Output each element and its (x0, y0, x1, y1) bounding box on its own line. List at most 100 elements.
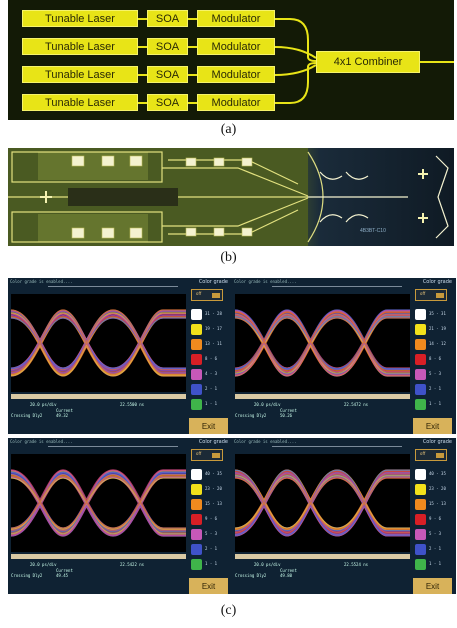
color-swatch (191, 469, 202, 480)
color-level-label: 5 - 3 (429, 371, 442, 376)
eye-diagram-plot (235, 469, 410, 537)
color-swatch (191, 499, 202, 510)
tunable-laser-block: Tunable Laser (22, 10, 138, 27)
color-swatch (191, 484, 202, 495)
color-swatch (415, 469, 426, 480)
eye-diagram-area (11, 294, 186, 392)
color-level-label: 2 - 1 (429, 546, 442, 551)
color-swatch (415, 559, 426, 570)
measurement-value: 49.45 (56, 573, 69, 578)
color-level-label: 1 - 1 (429, 401, 442, 406)
color-swatch (191, 369, 202, 380)
measurement-value: 50.26 (280, 413, 293, 418)
color-grade-toggle[interactable]: off (191, 289, 223, 301)
acquisition-progress-bar (48, 446, 178, 447)
time-position-readout: 22.5524 ns (344, 562, 369, 567)
modulator-block: Modulator (197, 38, 275, 55)
chip-micrograph: 4B3BT-C10 (8, 148, 454, 246)
color-swatch (191, 309, 202, 320)
color-level-label: 21 - 19 (429, 326, 446, 331)
color-level-label: 15 - 13 (429, 501, 446, 506)
color-grade-title: Color grade (198, 439, 228, 445)
color-level-label: 1 - 1 (205, 561, 218, 566)
exit-button[interactable]: Exit (189, 578, 228, 594)
color-swatch (415, 354, 426, 365)
modulator-block: Modulator (197, 66, 275, 83)
color-swatch (415, 529, 426, 540)
soa-block: SOA (147, 94, 188, 111)
color-level-label: 23 - 20 (429, 486, 446, 491)
time-scale-readout: 20.0 ps/div (254, 562, 281, 567)
toggle-label: off (420, 291, 426, 296)
color-level-label: 14 - 12 (429, 341, 446, 346)
color-swatch (191, 544, 202, 555)
current-label: Current (56, 568, 73, 573)
color-level-label: 4 - 3 (205, 371, 218, 376)
soa-block: SOA (147, 38, 188, 55)
color-level-label: 19 - 17 (205, 326, 222, 331)
modulator-block: Modulator (197, 10, 275, 27)
exit-button[interactable]: Exit (189, 418, 228, 434)
exit-button[interactable]: Exit (413, 418, 452, 434)
color-swatch (191, 354, 202, 365)
toggle-icon (436, 293, 444, 298)
time-scale-readout: 20.0 ps/div (30, 562, 57, 567)
color-swatch (415, 339, 426, 350)
toggle-icon (212, 453, 220, 458)
eye-diagram-area (11, 454, 186, 552)
color-swatch (415, 324, 426, 335)
color-level-label: 40 - 35 (205, 471, 222, 476)
time-scale-readout: 20.0 ps/div (30, 402, 57, 407)
color-level-label: 9 - 6 (429, 516, 442, 521)
color-level-label: 40 - 35 (429, 471, 446, 476)
time-position-readout: 22.5472 ns (344, 402, 369, 407)
color-level-label: 2 - 1 (205, 546, 218, 551)
color-level-label: 2 - 1 (429, 386, 442, 391)
eye-diagram-plot (11, 309, 186, 377)
measurement-label: Crossing Dly2 (11, 413, 43, 418)
tunable-laser-block: Tunable Laser (22, 94, 138, 111)
color-swatch (191, 324, 202, 335)
color-level-label: 15 - 13 (205, 501, 222, 506)
color-level-label: 8 - 6 (429, 356, 442, 361)
toggle-icon (436, 453, 444, 458)
color-level-label: 5 - 3 (205, 531, 218, 536)
color-swatch (415, 384, 426, 395)
toggle-icon (212, 293, 220, 298)
color-level-label: 8 - 6 (205, 356, 218, 361)
color-grade-toggle[interactable]: off (191, 449, 223, 461)
caption-c: (c) (220, 603, 237, 618)
color-swatch (415, 309, 426, 320)
color-swatch (415, 544, 426, 555)
status-bar (11, 554, 186, 559)
scope-status-text: Color grade is enabled.... (10, 439, 73, 444)
measurement-value: 49.80 (280, 573, 293, 578)
time-scale-readout: 20.0 ps/div (254, 402, 281, 407)
color-level-label: 23 - 20 (205, 486, 222, 491)
color-level-label: 31 - 28 (205, 311, 222, 316)
color-grade-toggle[interactable]: off (415, 289, 447, 301)
color-swatch (415, 369, 426, 380)
color-swatch (191, 399, 202, 410)
combiner-block: 4x1 Combiner (316, 51, 420, 73)
color-swatch (191, 514, 202, 525)
color-swatch (415, 484, 426, 495)
color-grade-toggle[interactable]: off (415, 449, 447, 461)
time-position-readout: 22.5422 ns (120, 562, 145, 567)
eye-diagram-area (235, 294, 410, 392)
scope-screen: Color grade is enabled.... Color grade 20.… (8, 438, 232, 594)
measurement-label: Crossing Dly2 (235, 413, 267, 418)
measurement-value: 49.32 (56, 413, 69, 418)
exit-button[interactable]: Exit (413, 578, 452, 594)
acquisition-progress-bar (272, 286, 402, 287)
modulator-block: Modulator (197, 94, 275, 111)
color-swatch (415, 514, 426, 525)
status-bar (11, 394, 186, 399)
current-label: Current (56, 408, 73, 413)
acquisition-progress-bar (48, 286, 178, 287)
